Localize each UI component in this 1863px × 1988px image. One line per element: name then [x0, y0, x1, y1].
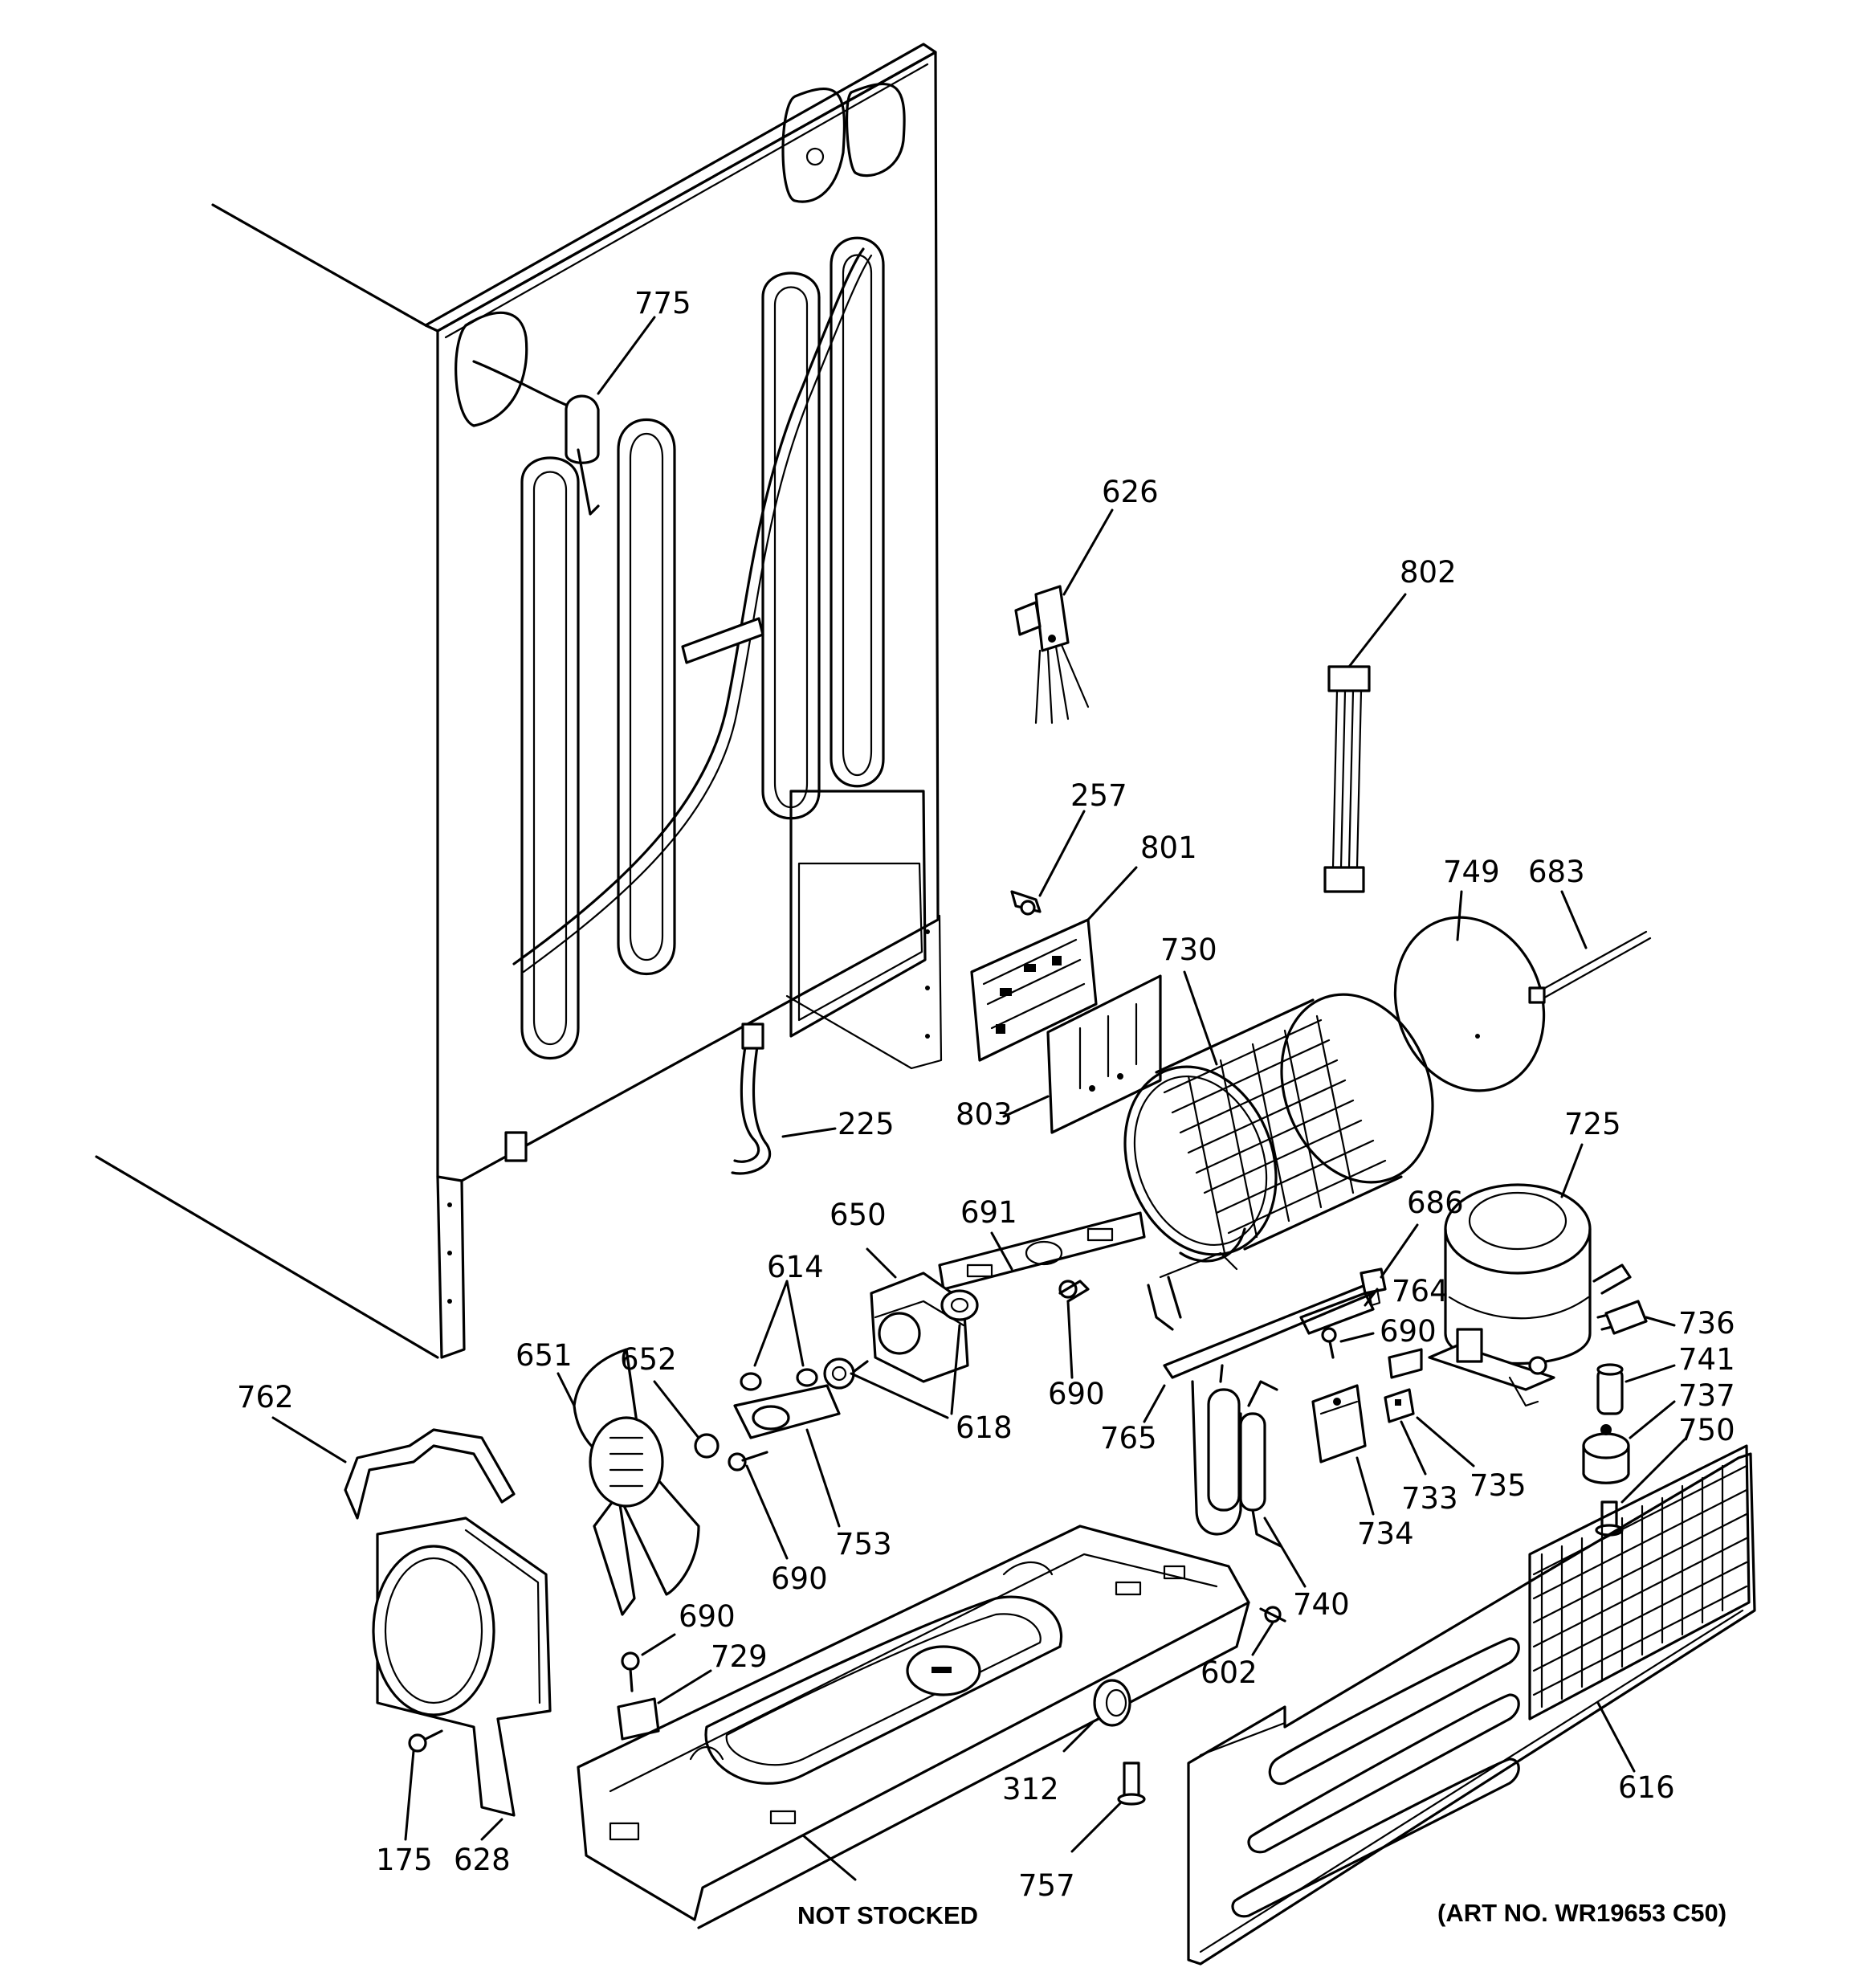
callout-736: 736 — [1678, 1306, 1735, 1341]
bracket-729 — [617, 1697, 660, 1741]
screw-690-upper — [1058, 1280, 1090, 1303]
clip-736 — [1604, 1300, 1648, 1335]
callout-614: 614 — [767, 1250, 824, 1284]
callout-749: 749 — [1443, 855, 1500, 889]
callout-691: 691 — [960, 1195, 1017, 1230]
callout-626: 626 — [1102, 475, 1159, 509]
callout-690-mid: 690 — [1380, 1314, 1437, 1349]
relay-735 — [1388, 1348, 1423, 1379]
callout-602: 602 — [1201, 1655, 1258, 1690]
capacitor-734 — [1311, 1384, 1367, 1463]
callout-734: 734 — [1357, 1517, 1414, 1551]
relay-626 — [1014, 585, 1090, 725]
callout-650: 650 — [830, 1198, 887, 1232]
callout-741: 741 — [1678, 1342, 1735, 1377]
wire-harness-802 — [1323, 665, 1371, 893]
shroud-628 — [372, 1517, 552, 1817]
bracket-803 — [1046, 974, 1162, 1134]
callout-690-upper: 690 — [1048, 1377, 1105, 1411]
callout-730: 730 — [1160, 933, 1217, 967]
callout-725: 725 — [1564, 1107, 1621, 1141]
condenser-coil-730 — [1123, 993, 1434, 1263]
callout-628: 628 — [454, 1843, 511, 1877]
fan-blade-651 — [573, 1348, 700, 1616]
callout-175: 175 — [376, 1843, 433, 1877]
callout-618: 618 — [956, 1410, 1013, 1445]
control-board-801 — [970, 918, 1098, 1062]
callout-225: 225 — [838, 1107, 895, 1141]
base-pan — [577, 1525, 1250, 1929]
callout-740: 740 — [1293, 1587, 1350, 1622]
callout-729: 729 — [711, 1639, 768, 1674]
screw-690-lower — [621, 1651, 640, 1692]
foot-312 — [1093, 1679, 1131, 1727]
callout-753: 753 — [835, 1527, 892, 1561]
callout-803: 803 — [956, 1097, 1013, 1132]
grommet-737 — [1582, 1424, 1630, 1484]
bracket-764 — [1299, 1292, 1375, 1335]
callout-616: 616 — [1618, 1770, 1675, 1805]
fitting-257 — [1010, 890, 1042, 916]
callout-764: 764 — [1392, 1274, 1449, 1308]
callout-801: 801 — [1140, 831, 1197, 865]
screw-757 — [1117, 1761, 1146, 1806]
drain-tube-225 — [731, 1023, 772, 1175]
grommet-618 — [823, 1289, 979, 1390]
cabinet-back-panel — [95, 43, 943, 1359]
callout-686: 686 — [1407, 1186, 1464, 1220]
screw-602 — [1259, 1606, 1286, 1623]
callout-750: 750 — [1678, 1413, 1735, 1447]
callout-762: 762 — [237, 1380, 294, 1414]
screw-175 — [408, 1729, 443, 1753]
not-stocked-note: NOT STOCKED — [797, 1901, 978, 1929]
callout-765: 765 — [1100, 1421, 1157, 1455]
callout-312: 312 — [1002, 1772, 1059, 1806]
callout-690-left: 690 — [771, 1561, 828, 1596]
callout-labels: 775 626 802 257 801 749 683 730 225 803 … — [237, 286, 1735, 1903]
fan-motor-650 — [850, 1272, 969, 1383]
callout-690-lower: 690 — [679, 1599, 736, 1634]
callout-652: 652 — [620, 1342, 677, 1377]
screw-690-mid — [1321, 1327, 1337, 1359]
callout-775: 775 — [634, 286, 691, 320]
callout-802: 802 — [1400, 555, 1457, 590]
access-panel-616 — [1187, 1444, 1756, 1966]
callout-733: 733 — [1401, 1481, 1458, 1516]
callout-735: 735 — [1470, 1468, 1527, 1503]
nut-614 — [740, 1368, 818, 1391]
callout-257: 257 — [1070, 778, 1127, 813]
screw-690-left — [728, 1451, 768, 1472]
leader-lines — [271, 316, 1688, 1881]
duct-762 — [344, 1428, 516, 1520]
callout-757: 757 — [1018, 1868, 1075, 1903]
bracket-691 — [938, 1211, 1146, 1291]
callout-737: 737 — [1678, 1378, 1735, 1413]
art-number: (ART NO. WR19653 C50) — [1437, 1899, 1726, 1927]
callout-651: 651 — [516, 1338, 573, 1373]
relay-733 — [1384, 1388, 1415, 1423]
overload-741 — [1596, 1363, 1624, 1415]
cover-749 — [1393, 916, 1546, 1092]
nut-652 — [694, 1433, 720, 1459]
compressor-725 — [1428, 1183, 1636, 1407]
drier-740 — [1191, 1364, 1282, 1548]
bracket-753 — [733, 1384, 841, 1439]
callout-683: 683 — [1528, 855, 1585, 889]
tie-683 — [1528, 930, 1652, 1004]
